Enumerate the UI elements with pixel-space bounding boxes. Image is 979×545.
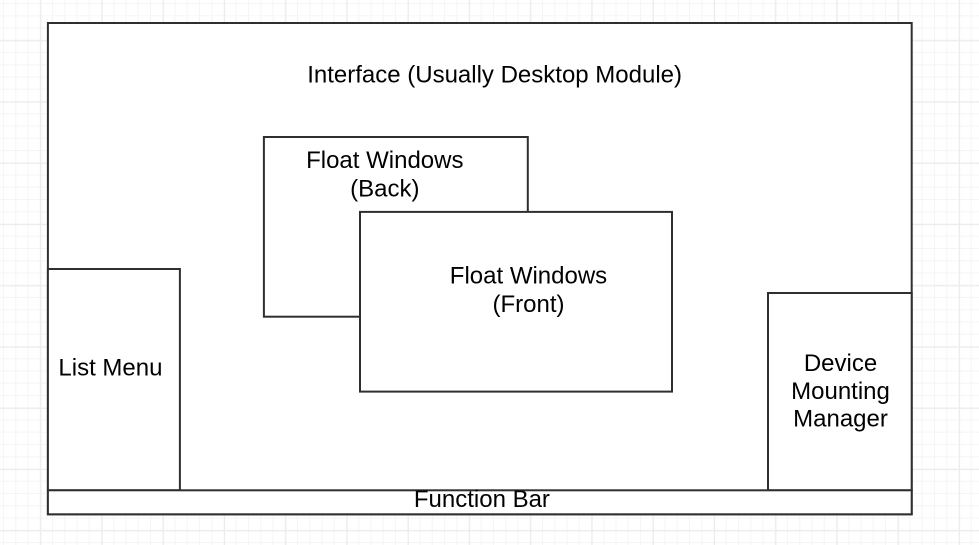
svg-text:Mounting: Mounting [791,378,890,405]
svg-text:Float Windows: Float Windows [450,263,607,290]
svg-text:Function Bar: Function Bar [414,486,550,513]
svg-text:Interface (Usually Desktop Mod: Interface (Usually Desktop Module) [307,62,682,89]
svg-text:(Back): (Back) [350,176,419,203]
svg-text:(Front): (Front) [493,291,565,318]
svg-text:List Menu: List Menu [58,354,162,381]
svg-text:Manager: Manager [793,406,888,433]
svg-text:Device: Device [804,350,877,377]
svg-text:Float Windows: Float Windows [306,147,463,174]
